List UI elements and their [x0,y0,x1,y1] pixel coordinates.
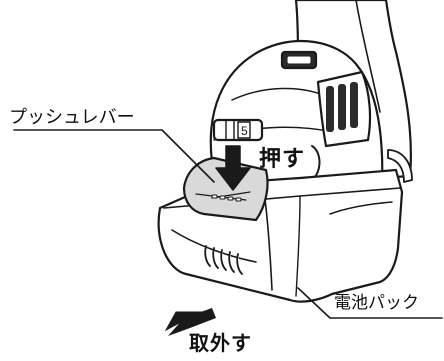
handle-side-clip [387,149,413,183]
press-arrow-icon [215,145,251,191]
battery-vent-slots [204,245,243,275]
press-label: 押す [259,147,306,172]
battery-pack-label: 電池パック [334,293,419,313]
battery-pack-leader [297,287,443,319]
push-lever-leader [13,129,215,183]
remove-label: 取外す [189,331,252,355]
push-lever-label: プッシュレバー [9,107,135,128]
svg-text:5: 5 [241,124,248,138]
